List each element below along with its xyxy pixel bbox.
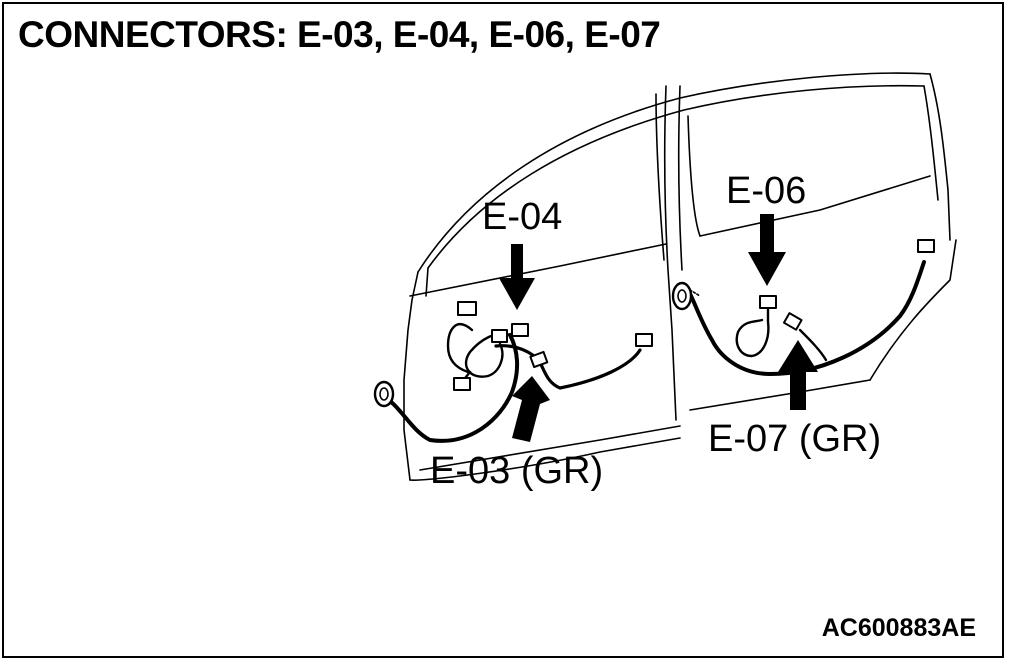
label-e07: E-07 (GR) [708, 418, 882, 460]
label-e03: E-03 (GR) [430, 450, 604, 492]
label-e04: E-04 [482, 196, 563, 238]
label-e06: E-06 [726, 170, 807, 212]
vehicle-body-outline [403, 72, 957, 482]
arrow-e07 [778, 340, 818, 410]
arrow-e03 [512, 376, 550, 442]
figure-code: AC600883AE [821, 614, 976, 642]
rear-door-harness [671, 239, 935, 376]
arrow-e04 [499, 244, 535, 310]
arrow-e06 [748, 214, 786, 286]
front-door-harness [373, 301, 653, 443]
page-title: CONNECTORS: E-03, E-04, E-06, E-07 [18, 14, 661, 55]
